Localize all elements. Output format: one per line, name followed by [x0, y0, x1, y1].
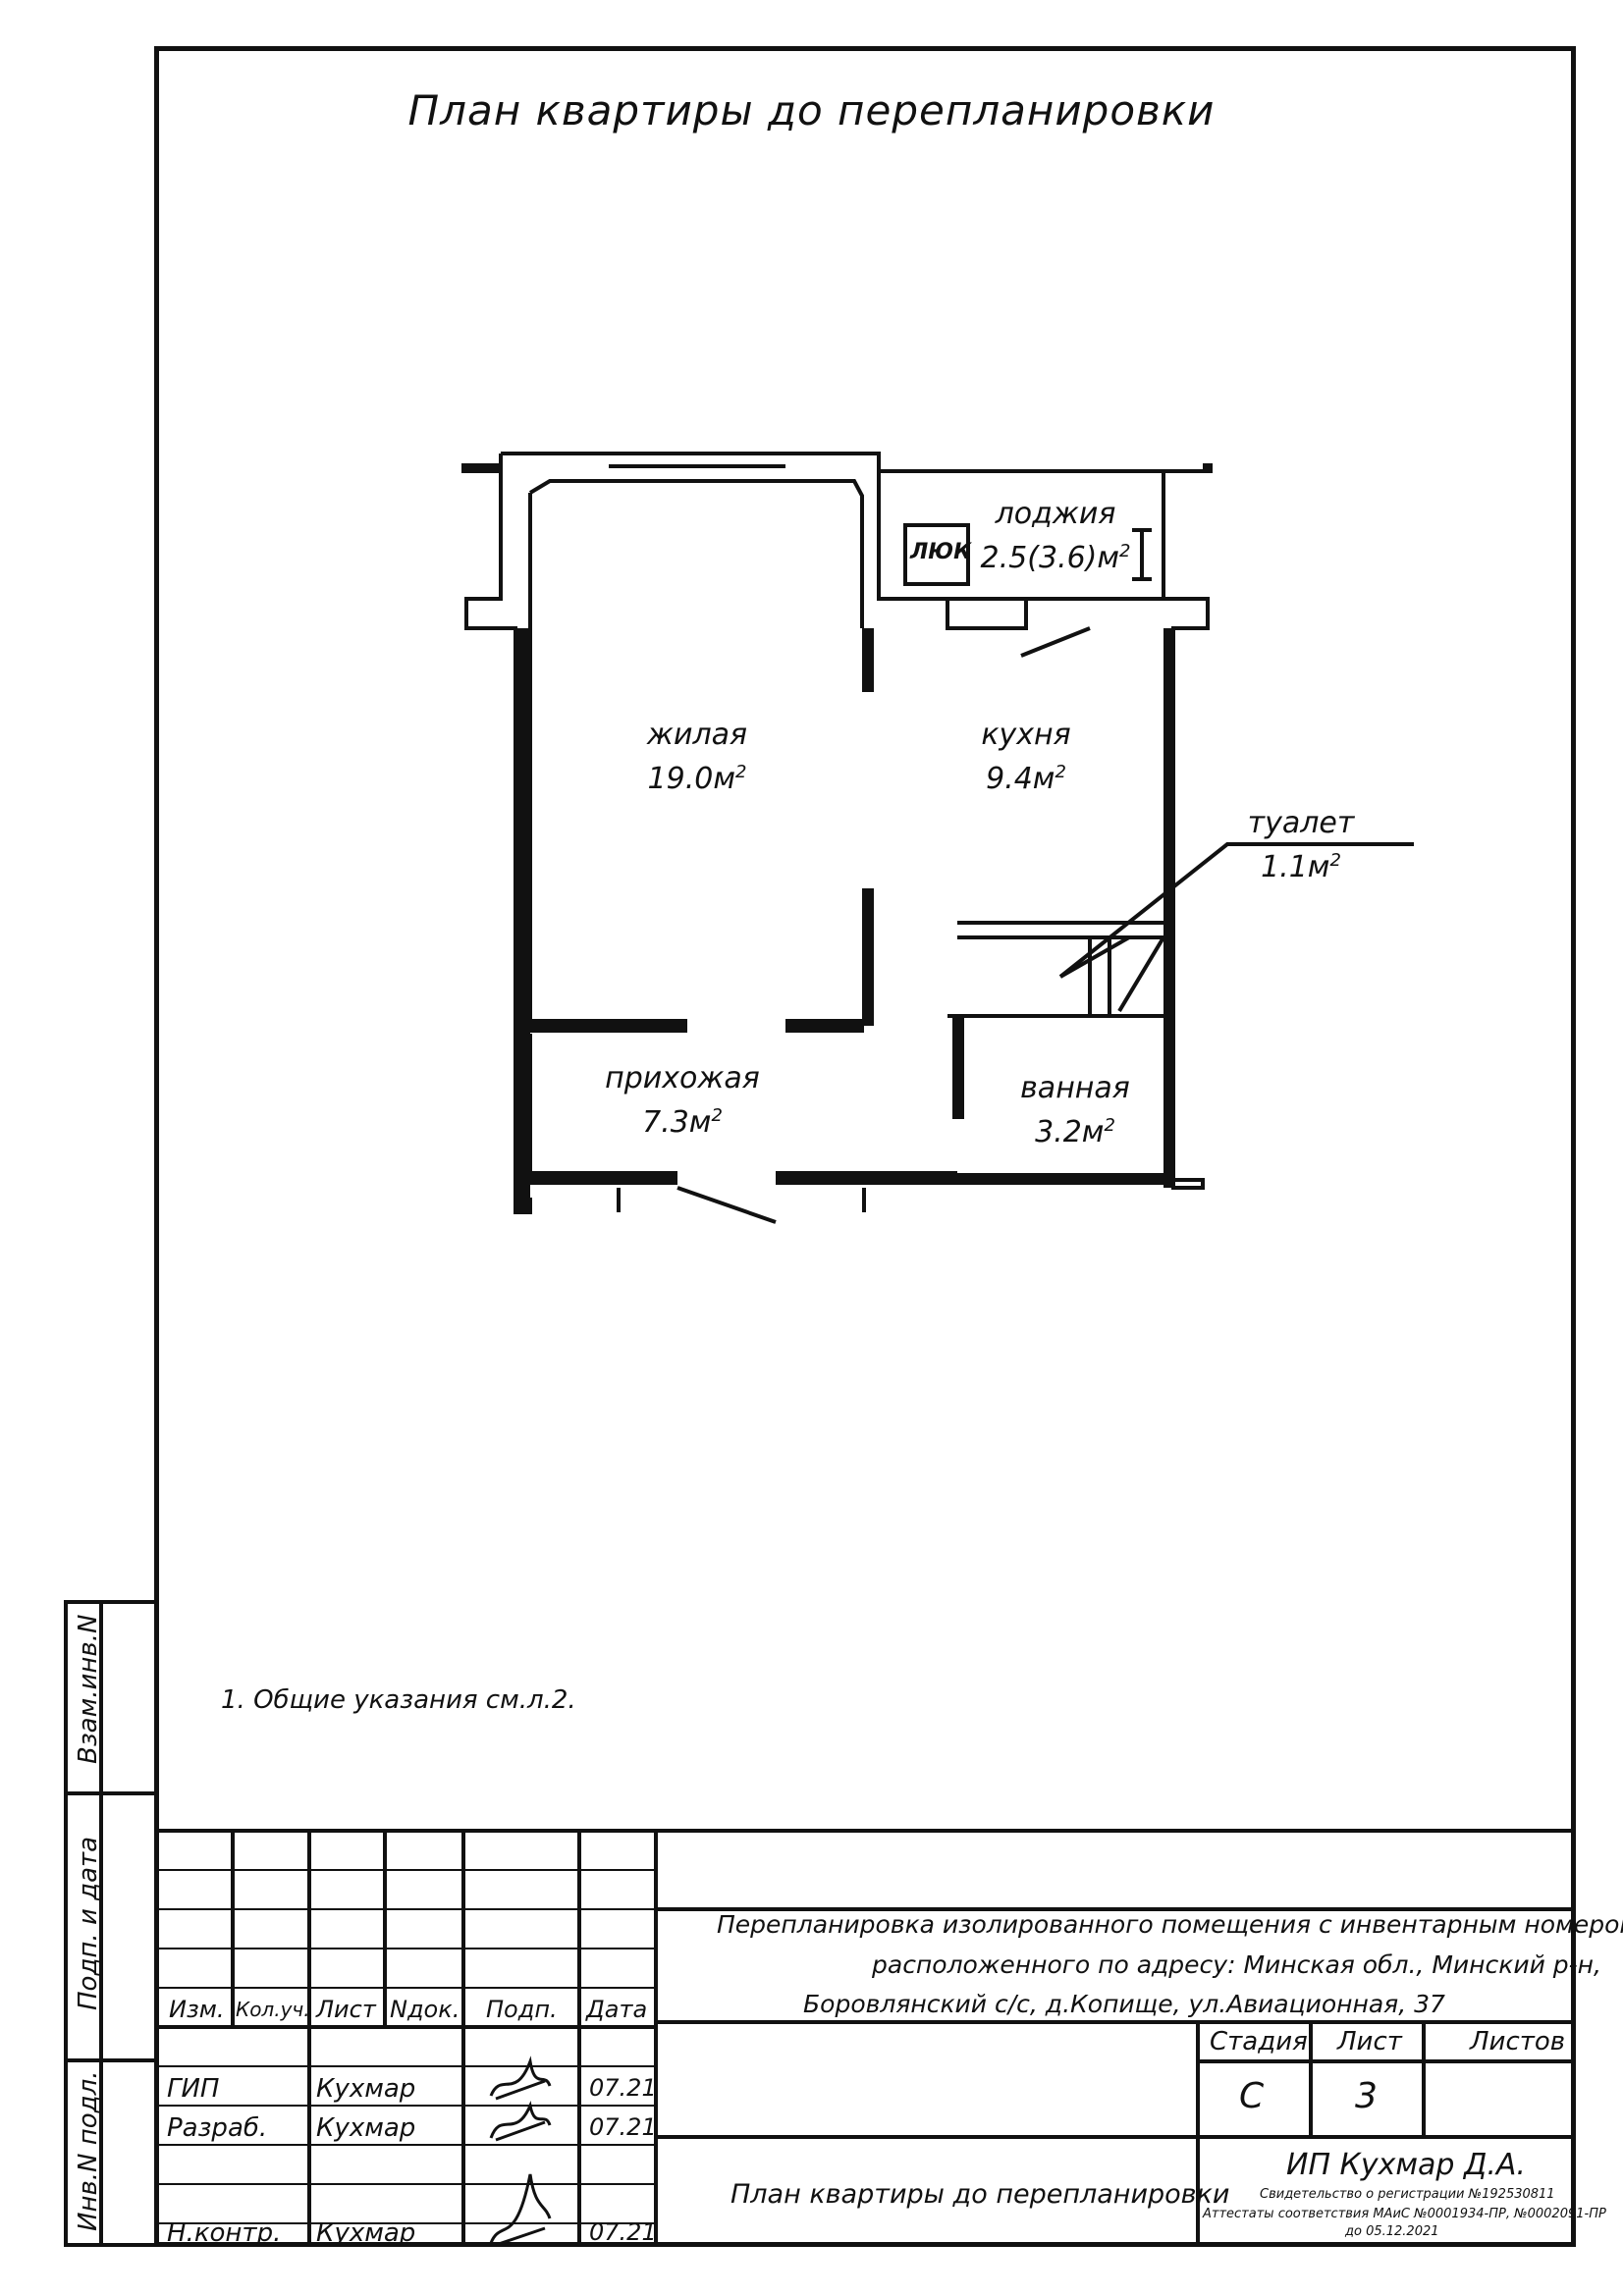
stamp-drawing-title: План квартиры до перепланировки [730, 2179, 1230, 2210]
room-kitchen-sup: 2 [1055, 762, 1066, 782]
stamp-header-izm: Изм. [169, 1996, 225, 2023]
dim-loggia [1132, 528, 1152, 581]
room-bath: ванная 3.2м2 [1006, 1070, 1144, 1151]
room-living: жилая 19.0м2 [628, 717, 766, 798]
company-name: ИП Кухмар Д.А. [1286, 2148, 1526, 2182]
toilet-fixture [1088, 935, 1165, 1016]
stamp-header-podp: Подп. [486, 1996, 558, 2023]
room-loggia-sup: 2 [1119, 541, 1131, 561]
stage-value: С [1239, 2076, 1265, 2116]
project-line-3: Боровлянский с/с, д.Копище, ул.Авиационн… [803, 1990, 1445, 2018]
room-loggia-area: 2.5(3.6)м [980, 541, 1119, 575]
wall-fill-living-bottom-r [785, 1021, 864, 1033]
room-hall: прихожая 7.3м2 [599, 1060, 766, 1142]
signature-1 [489, 2056, 552, 2101]
room-loggia: лоджия 2.5(3.6)м2 [972, 496, 1139, 577]
entry-wall [617, 1188, 866, 1212]
stamp-row-1-name: Кухмар [316, 2074, 416, 2104]
side-stamp-vline [99, 1600, 103, 2247]
stage-header: Стадия [1210, 2027, 1308, 2056]
door-swing-entry [676, 1186, 777, 1224]
room-toilet-sup: 2 [1329, 850, 1341, 871]
loggia [877, 469, 1208, 599]
room-living-area-line: 19.0м2 [628, 754, 766, 798]
signatures [489, 2056, 552, 2247]
sheet-value: 3 [1355, 2076, 1378, 2116]
toilet-door-swing [1059, 935, 1130, 979]
stamp-header-ndok: Nдок. [390, 1996, 460, 2023]
room-hall-name: прихожая [605, 1061, 760, 1095]
wall-room-outline [528, 479, 864, 628]
wall-fill-bath [952, 1016, 964, 1119]
wall-fill-partition [862, 888, 874, 1026]
room-living-area: 19.0м [647, 762, 735, 796]
room-bath-area-line: 3.2м2 [1006, 1107, 1144, 1151]
room-hall-area-line: 7.3м2 [599, 1097, 766, 1142]
wall-fill-kitchen-top [862, 628, 874, 692]
stamp-row-1-role: ГИП [167, 2074, 220, 2104]
room-bath-area: 3.2м [1035, 1115, 1105, 1149]
stamp-header-data: Дата [586, 1996, 648, 2023]
general-note: 1. Общие указания см.л.2. [221, 1685, 576, 1715]
leader-toilet [1058, 842, 1414, 979]
door-swing-kitchen [1020, 626, 1091, 658]
wall-fill-bottom-right [776, 1173, 1173, 1185]
room-bath-sup: 2 [1104, 1115, 1115, 1136]
side-stamp [64, 1600, 158, 2247]
window-top [609, 452, 785, 468]
company-cert-2: Аттестаты соответствия МАиС №0001934-ПР,… [1203, 2207, 1606, 2221]
loggia-door [946, 597, 1028, 630]
signature-3 [489, 2173, 552, 2247]
sheets-header: Листов [1470, 2027, 1566, 2056]
stamp-row-3-name: Кухмар [316, 2218, 416, 2248]
drawing-frame [154, 46, 1576, 2247]
wall-fill-living-bottom-l [530, 1021, 687, 1033]
room-hall-area: 7.3м [642, 1105, 712, 1140]
room-living-name: жилая [646, 718, 748, 752]
sheet-header: Лист [1337, 2027, 1402, 2056]
room-hall-sup: 2 [711, 1105, 723, 1126]
stamp-row-2-date: 07.21 [589, 2113, 657, 2141]
wall-fill-outer-top [461, 463, 501, 473]
stamp-header-list: Лист [316, 1996, 376, 2023]
room-kitchen: кухня 9.4м2 [957, 717, 1095, 798]
stamp-row-2-name: Кухмар [316, 2113, 416, 2143]
project-line-2: расположенного по адресу: Минская обл., … [872, 1950, 1601, 1979]
hatch-label: ЛЮК [910, 540, 972, 564]
room-toilet-name: туалет [1247, 806, 1355, 840]
side-stamp-divider-2 [64, 2058, 158, 2062]
room-kitchen-area-line: 9.4м2 [957, 754, 1095, 798]
room-living-sup: 2 [734, 762, 747, 782]
wall-fill-left [515, 628, 530, 1212]
wall-fill-right [1163, 628, 1173, 1188]
wall-fill-outer-right [1203, 463, 1213, 473]
stamp-row-3-date: 07.21 [589, 2218, 657, 2246]
stamp-row-2-role: Разраб. [167, 2113, 268, 2143]
stamp-row-1-date: 07.21 [589, 2074, 657, 2102]
signature-2 [489, 2100, 552, 2142]
room-kitchen-area: 9.4м [986, 762, 1055, 796]
stamp-header-kolch: Кол.уч. [236, 1998, 310, 2021]
room-toilet-area-line: 1.1м2 [1232, 842, 1370, 886]
room-loggia-name: лоджия [995, 497, 1116, 531]
project-line-1: Перепланировка изолированного помещения … [717, 1910, 1623, 1939]
wall-fill-bottom-left [530, 1173, 677, 1185]
side-stamp-divider-1 [64, 1791, 158, 1795]
room-kitchen-name: кухня [981, 718, 1071, 752]
company-cert-3: до 05.12.2021 [1345, 2224, 1439, 2239]
page-title: План квартиры до перепланировки [407, 86, 1216, 134]
room-toilet: туалет 1.1м2 [1232, 805, 1370, 886]
room-toilet-area: 1.1м [1261, 850, 1330, 884]
company-cert-1: Свидетельство о регистрации №192530811 [1260, 2187, 1555, 2202]
room-bath-name: ванная [1020, 1071, 1130, 1105]
stamp-row-3-role: Н.контр. [167, 2218, 282, 2248]
hatch-box [903, 523, 970, 586]
room-loggia-area-line: 2.5(3.6)м2 [972, 533, 1139, 577]
